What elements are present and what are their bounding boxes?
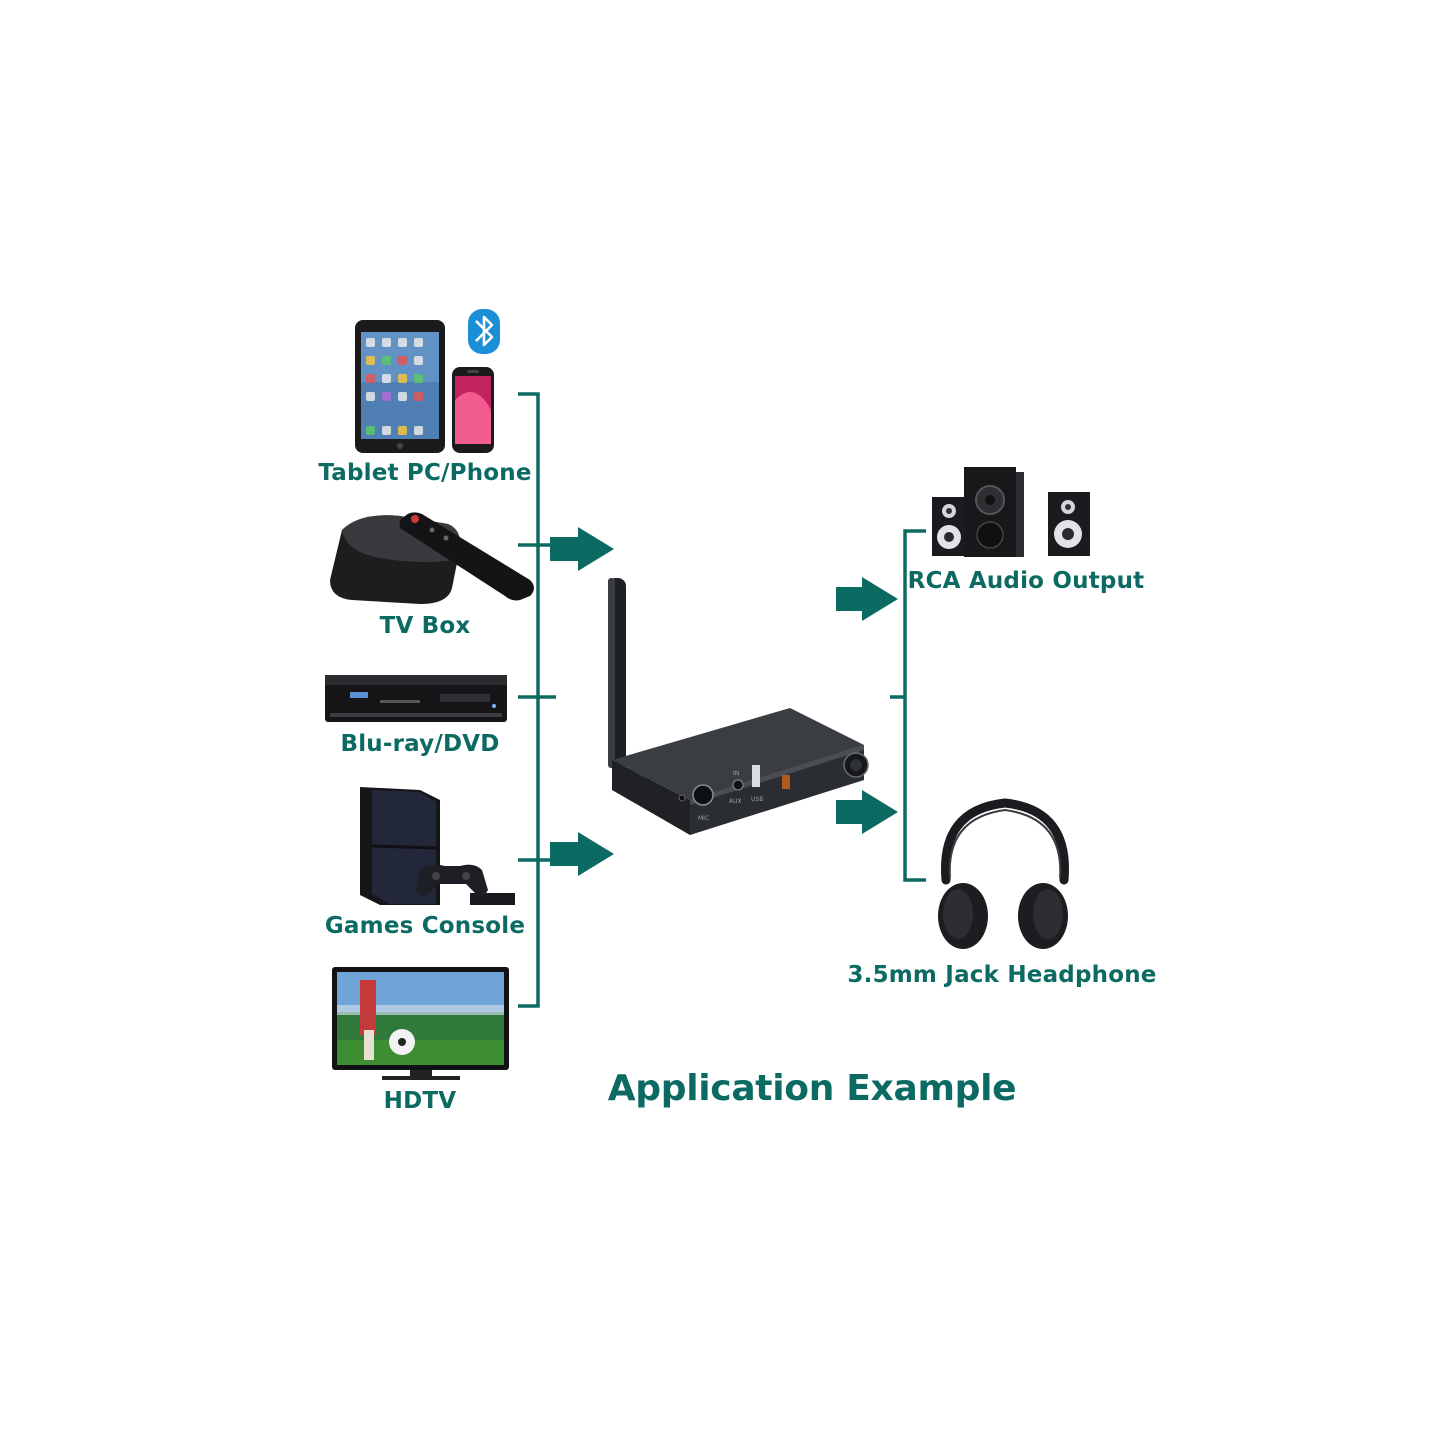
input-label-games-console: Games Console	[324, 913, 526, 939]
left-bracket-line	[518, 392, 540, 1008]
device-port-label: USB	[751, 796, 763, 803]
device-port-label: MIC	[698, 815, 709, 822]
input-label-hdtv: HDTV	[383, 1088, 457, 1114]
arrow-right-icon	[836, 577, 898, 621]
output-label-headphone: 3.5mm Jack Headphone	[847, 962, 1157, 988]
input-label-tablet-phone: Tablet PC/Phone	[318, 460, 532, 486]
device-port-label: AUX	[729, 798, 742, 805]
input-label-bluray-dvd: Blu-ray/DVD	[340, 731, 500, 757]
right-bracket-line	[903, 529, 926, 882]
arrow-right-icon	[550, 832, 614, 876]
arrow-right-icon	[836, 790, 898, 834]
device-port-label: IN	[733, 770, 739, 777]
output-label-rca-audio: RCA Audio Output	[907, 568, 1145, 594]
input-label-tv-box: TV Box	[379, 613, 471, 639]
arrow-right-icon	[550, 527, 614, 571]
diagram-title: Application Example	[607, 1068, 1017, 1109]
